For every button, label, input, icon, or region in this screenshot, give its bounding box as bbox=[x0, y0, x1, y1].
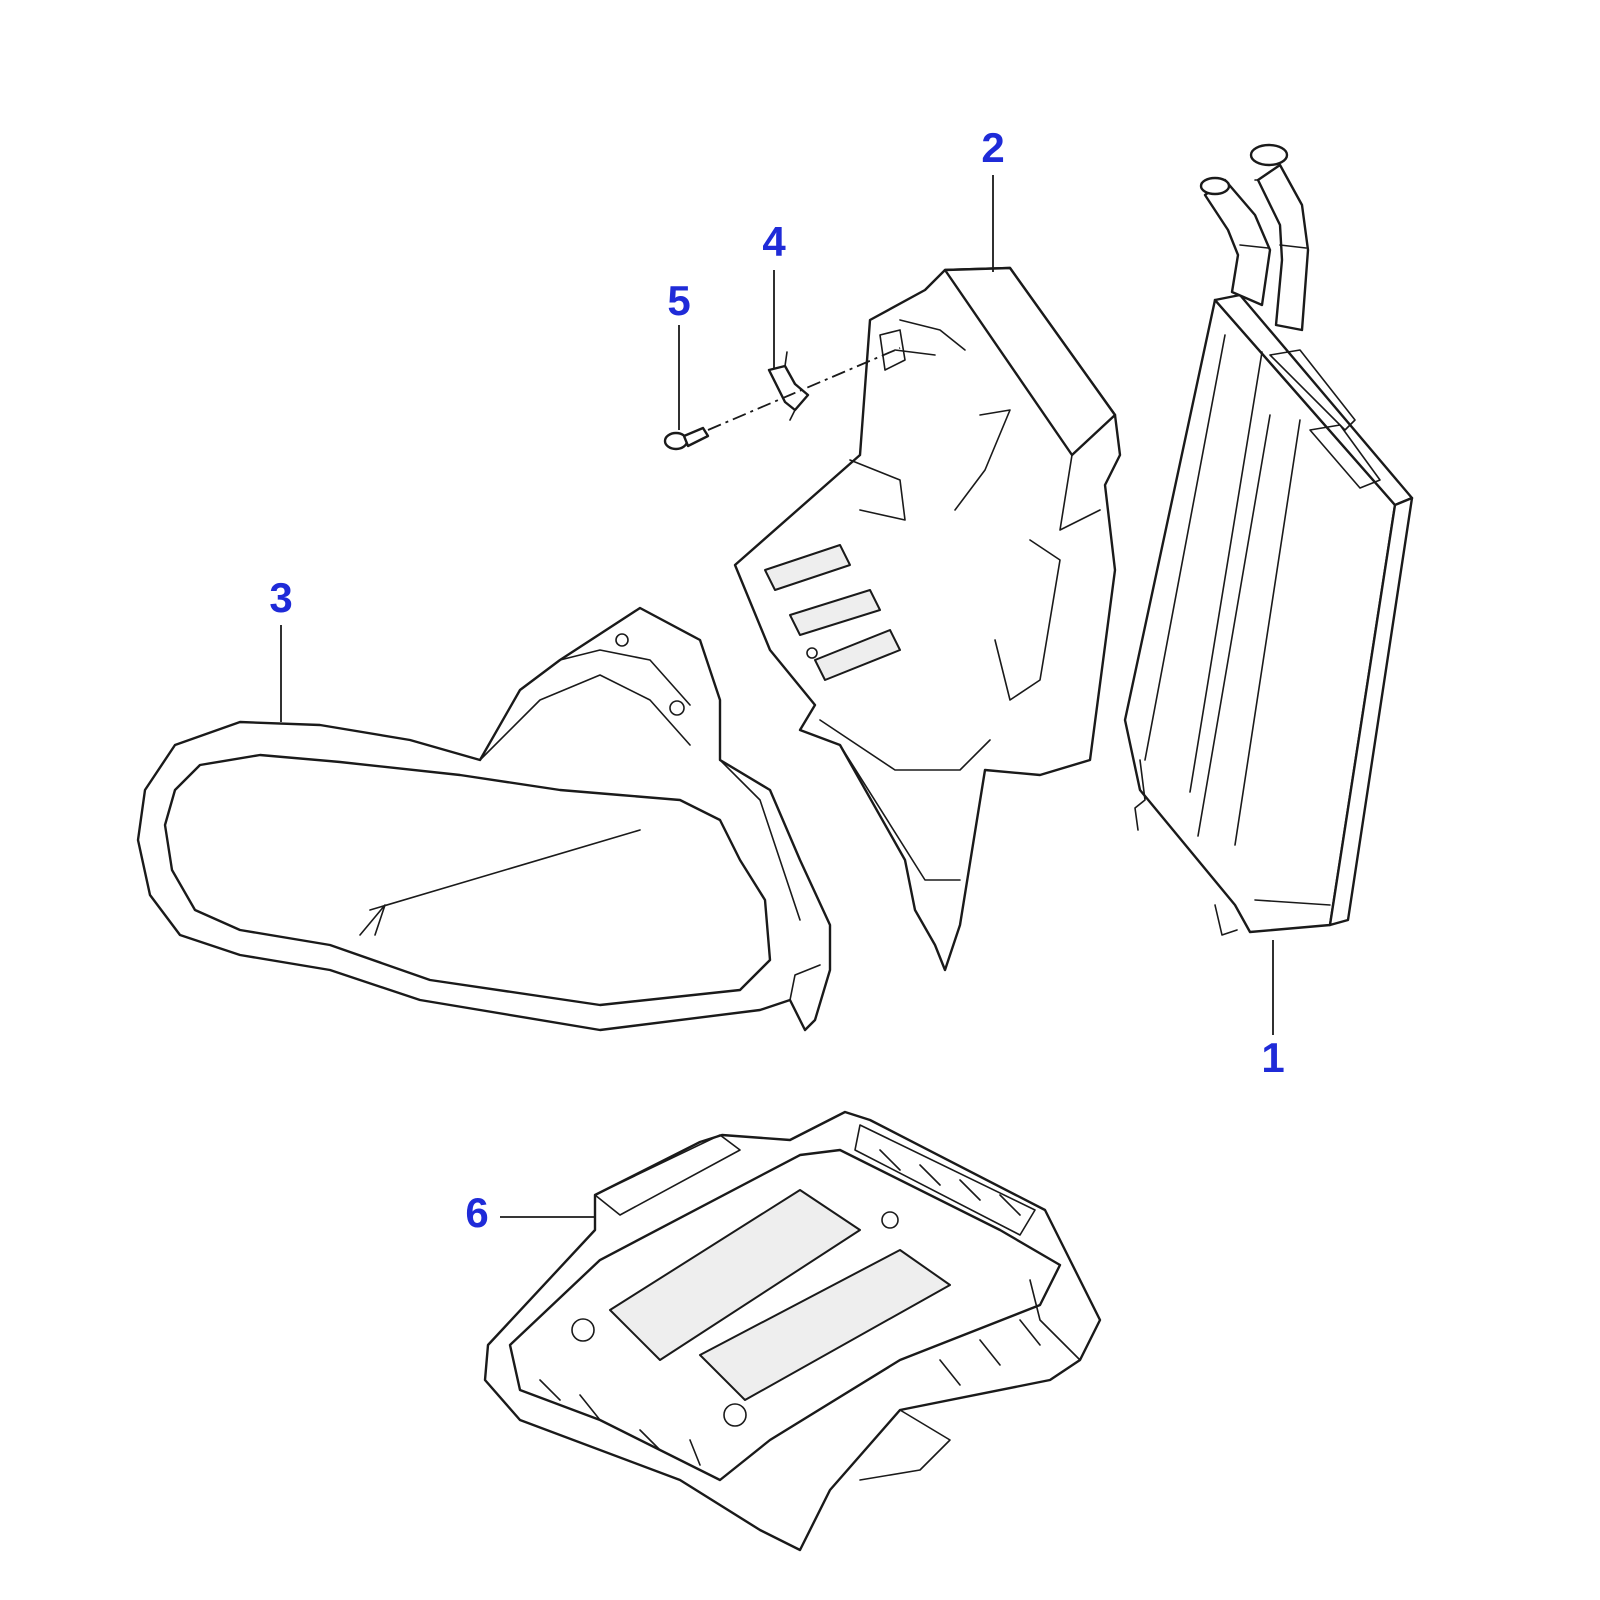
screw-part bbox=[663, 426, 710, 451]
clip-part bbox=[767, 351, 810, 421]
callout-4: 4 bbox=[762, 218, 786, 265]
callout-6: 6 bbox=[465, 1189, 489, 1236]
callout-1: 1 bbox=[1261, 1034, 1285, 1081]
callout-2: 2 bbox=[981, 124, 1005, 171]
leader-lines bbox=[280, 175, 1274, 1218]
air-duct-part bbox=[136, 606, 832, 1032]
callout-3: 3 bbox=[269, 574, 293, 621]
callout-5: 5 bbox=[667, 277, 691, 324]
housing-base-part bbox=[483, 1110, 1102, 1552]
heater-core-part bbox=[1123, 143, 1414, 936]
heater-housing-part bbox=[733, 266, 1122, 972]
